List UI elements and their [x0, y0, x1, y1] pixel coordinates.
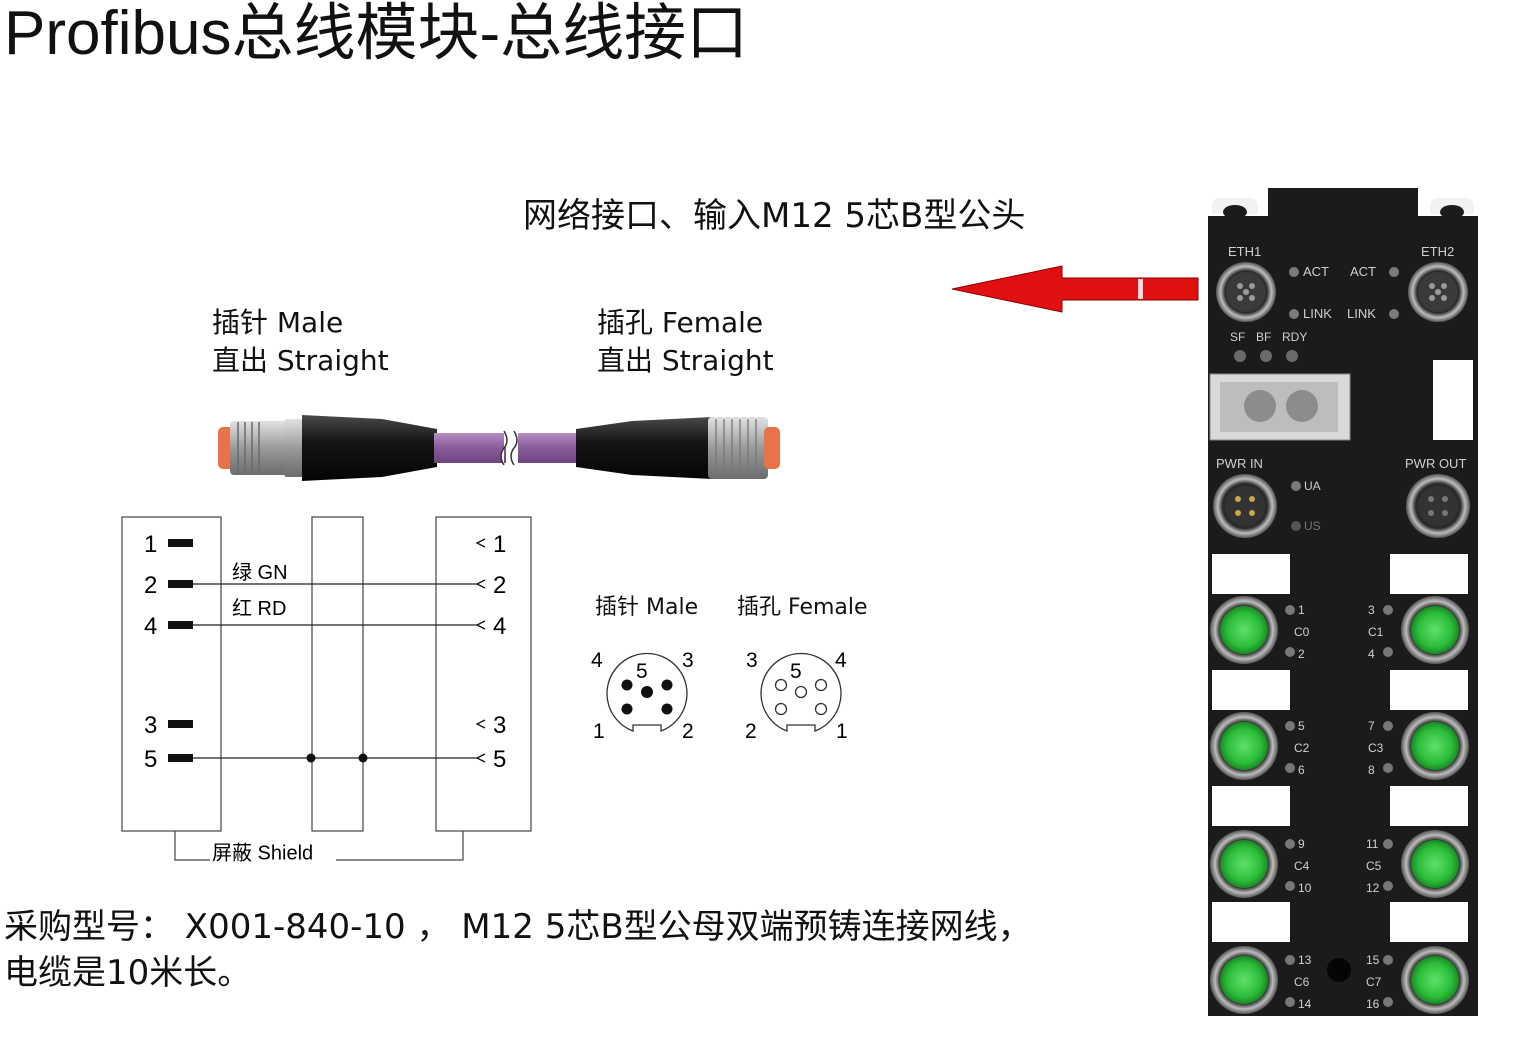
- svg-text:C0: C0: [1294, 625, 1310, 639]
- wire-label-rd: 红 RD: [232, 597, 286, 620]
- io-row-2: 5 C2 6 7 C3 8: [1210, 670, 1469, 780]
- order-info: 采购型号： X001-840-10 ， M12 5芯B型公母双端预铸连接网线， …: [4, 904, 1032, 996]
- right-pin-1: 1: [493, 531, 506, 558]
- svg-text:C7: C7: [1366, 975, 1382, 989]
- male-num-1: 1: [593, 720, 605, 743]
- cable-illustration: [218, 415, 780, 481]
- svg-text:1: 1: [1298, 603, 1305, 617]
- svg-text:16: 16: [1366, 997, 1380, 1011]
- svg-text:5: 5: [1298, 719, 1305, 733]
- shield-block: [311, 516, 364, 832]
- svg-text:13: 13: [1298, 953, 1312, 967]
- female-num-4: 4: [835, 649, 847, 672]
- svg-text:11: 11: [1366, 837, 1379, 851]
- svg-text:C4: C4: [1294, 859, 1310, 873]
- led-ua: UA: [1304, 479, 1321, 493]
- link-label-1: LINK: [1303, 306, 1332, 321]
- right-pin-3: 3: [493, 712, 506, 739]
- male-pinout-title: 插针 Male: [595, 595, 699, 620]
- led-rdy: RDY: [1282, 330, 1307, 344]
- svg-text:C1: C1: [1368, 625, 1384, 639]
- female-nut: [708, 417, 768, 479]
- female-connector-header: 插孔 Female 直出 Straight: [597, 304, 774, 380]
- led-us: US: [1304, 519, 1321, 533]
- svg-text:9: 9: [1298, 837, 1305, 851]
- io-row-4: 13 C6 14 15 C7 16: [1210, 902, 1469, 1014]
- female-overmold: [576, 417, 712, 479]
- svg-text:2: 2: [1298, 647, 1305, 661]
- male-face: [606, 652, 688, 732]
- order-line-2: 电缆是10米长。: [4, 953, 252, 993]
- io-row-3: 9 C4 10 11 C5 12: [1210, 786, 1469, 898]
- svg-text:12: 12: [1366, 881, 1380, 895]
- female-header-line-1: 插孔 Female: [597, 306, 764, 339]
- cable-right: [518, 433, 578, 463]
- act-label-1: ACT: [1303, 264, 1329, 279]
- right-pin-4: 4: [493, 613, 506, 640]
- left-pin-5: 5: [144, 746, 157, 773]
- right-pin-5: 5: [493, 746, 506, 773]
- male-header-line-2: 直出 Straight: [212, 344, 389, 377]
- wiring-diagram: 屏蔽 Shield 1 2 4 3 5 1 2 4 3 5 绿 GN 红 RD: [121, 516, 532, 865]
- male-num-3: 3: [682, 649, 694, 672]
- svg-text:C6: C6: [1294, 975, 1310, 989]
- left-pin-4: 4: [144, 613, 157, 640]
- svg-text:C3: C3: [1368, 741, 1384, 755]
- pointer-arrow: [951, 265, 1199, 313]
- svg-text:8: 8: [1368, 763, 1375, 777]
- led-sf: SF: [1230, 330, 1245, 344]
- shield-label: 屏蔽 Shield: [212, 841, 313, 864]
- female-pinout-title: 插孔 Female: [737, 595, 868, 620]
- eth1-label: ETH1: [1228, 244, 1261, 259]
- svg-text:C2: C2: [1294, 741, 1310, 755]
- female-tip: [764, 427, 780, 469]
- svg-text:4: 4: [1368, 647, 1375, 661]
- svg-text:10: 10: [1298, 881, 1312, 895]
- female-num-2: 2: [745, 720, 757, 743]
- arrow-shape: [951, 265, 1199, 313]
- svg-text:15: 15: [1366, 953, 1380, 967]
- svg-text:14: 14: [1298, 997, 1312, 1011]
- left-pin-3: 3: [144, 712, 157, 739]
- right-pin-2: 2: [493, 572, 506, 599]
- link-label-2: LINK: [1347, 306, 1376, 321]
- left-pin-2: 2: [144, 572, 157, 599]
- led-bf: BF: [1256, 330, 1271, 344]
- svg-text:C5: C5: [1366, 859, 1382, 873]
- male-connector-header: 插针 Male 直出 Straight: [212, 304, 389, 380]
- cable-left: [434, 433, 506, 463]
- male-pin-block: [121, 516, 222, 832]
- female-pin-block: [435, 516, 532, 832]
- svg-text:7: 7: [1368, 719, 1375, 733]
- left-pin-1: 1: [144, 531, 157, 558]
- label-plate-top: [1433, 360, 1473, 440]
- order-line-1: 采购型号： X001-840-10 ， M12 5芯B型公母双端预铸连接网线，: [4, 907, 1032, 947]
- female-face: [760, 652, 842, 732]
- male-header-line-1: 插针 Male: [212, 306, 344, 339]
- profibus-module: ETH1 ETH2 ACT ACT LINK LINK SF BF RDY PW…: [1208, 188, 1478, 1016]
- female-num-1: 1: [836, 720, 848, 743]
- female-num-3: 3: [746, 649, 758, 672]
- svg-text:6: 6: [1298, 763, 1305, 777]
- male-overmold: [302, 415, 437, 481]
- male-num-5: 5: [636, 660, 648, 683]
- act-label-2: ACT: [1350, 264, 1376, 279]
- eth2-label: ETH2: [1421, 244, 1454, 259]
- io-row-1: 1 C0 2 3 C1 4: [1210, 554, 1469, 664]
- male-num-4: 4: [591, 649, 603, 672]
- female-num-5: 5: [790, 660, 802, 683]
- pinout-diagrams: 4 5 3 1 2 3 5 4 2 1: [591, 649, 848, 743]
- page-title: Profibus总线模块-总线接口: [4, 0, 749, 68]
- wire-label-gn: 绿 GN: [232, 561, 288, 584]
- svg-text:3: 3: [1368, 603, 1375, 617]
- female-header-line-2: 直出 Straight: [597, 344, 774, 377]
- network-interface-label: 网络接口、输入M12 5芯B型公头: [523, 196, 1026, 236]
- pwr-out-label: PWR OUT: [1405, 456, 1466, 471]
- pwr-in-label: PWR IN: [1216, 456, 1263, 471]
- male-num-2: 2: [682, 720, 694, 743]
